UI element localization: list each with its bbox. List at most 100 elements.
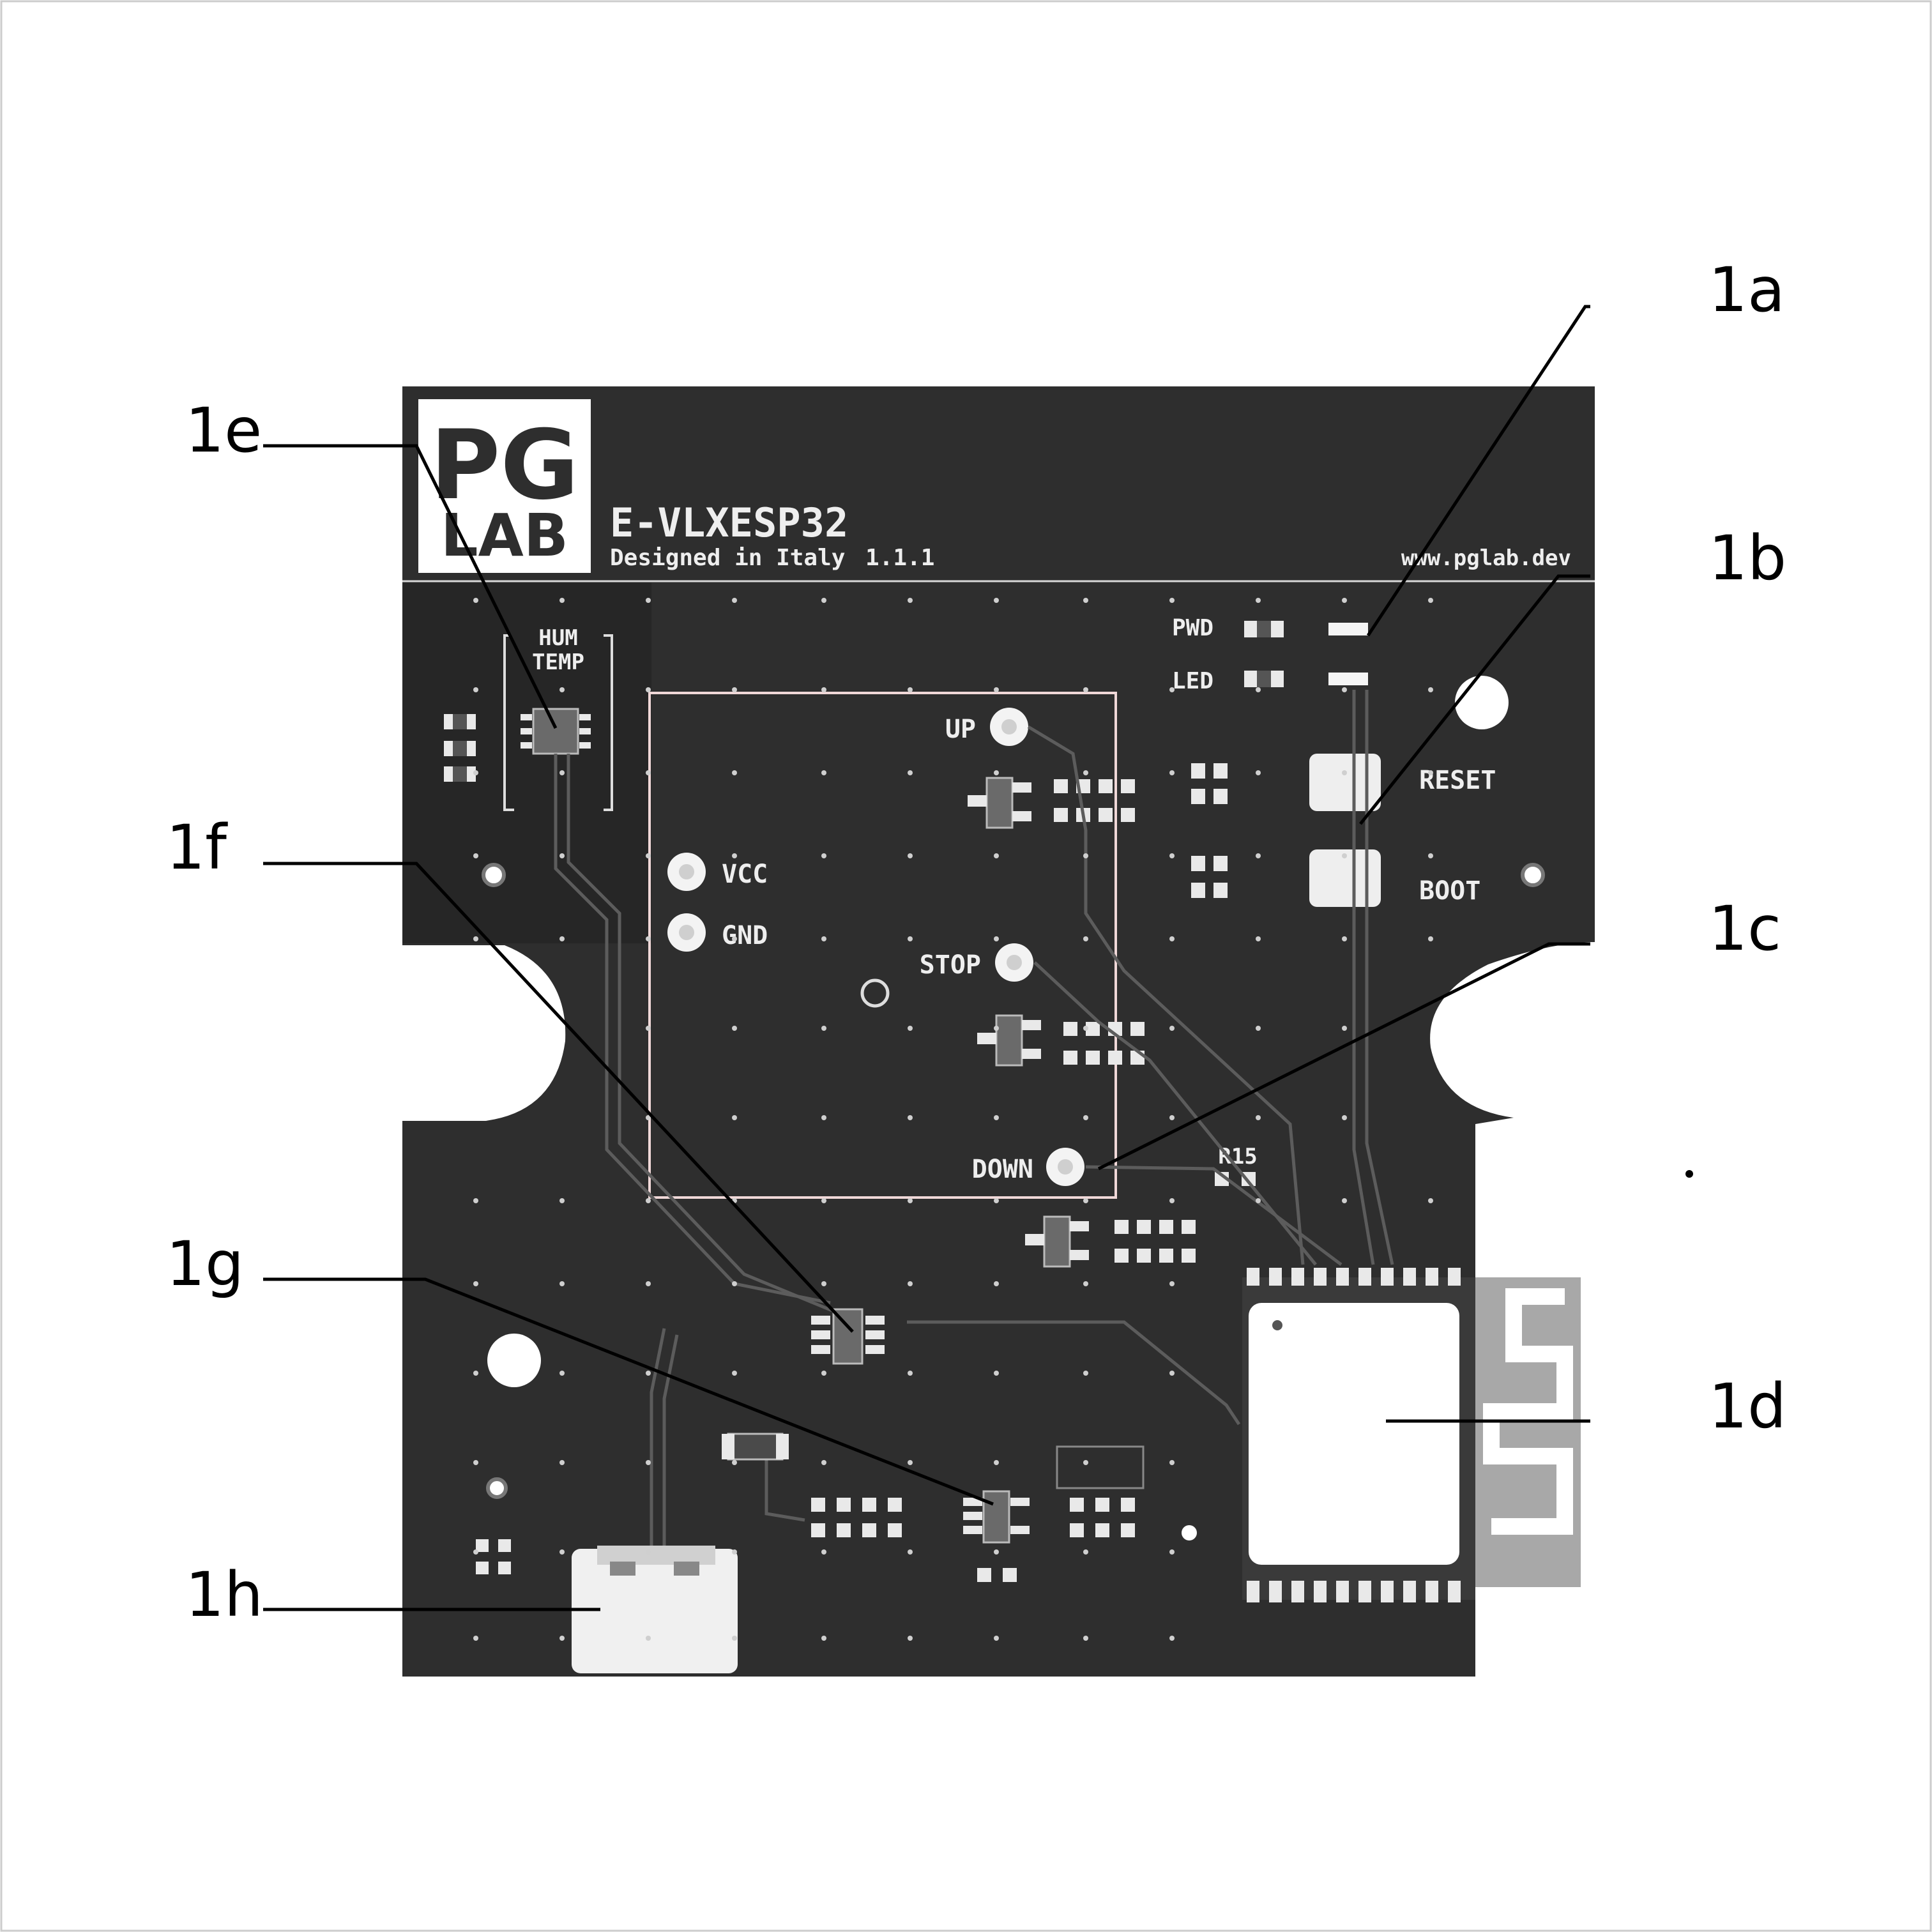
stitching-via [1169,936,1175,941]
stitching-via [821,1115,826,1120]
stitching-via [1342,687,1347,692]
stray-dot [1685,1170,1693,1178]
stitching-via [559,598,565,603]
label-down: DOWN [972,1155,1033,1184]
stitching-via [559,770,565,775]
stitching-via [1428,598,1433,603]
label-r15: R15 [1218,1144,1257,1169]
label-hum: HUM [538,625,577,651]
stitching-via [994,1281,999,1286]
stitching-via [646,1460,651,1465]
callout-1c: 1c [1708,893,1781,964]
test-pad-block [1056,1445,1145,1489]
stitching-via [1083,1281,1088,1286]
stitching-via [908,853,913,858]
stitching-via [473,598,478,603]
leader-1b [1359,574,1590,825]
stitching-via [994,1026,999,1031]
stitching-via [1083,1636,1088,1641]
label-temp: TEMP [532,650,584,675]
stitching-via [1169,770,1175,775]
stitching-via [646,853,651,858]
callout-1d: 1d [1708,1371,1786,1442]
stitching-via [908,1371,913,1376]
stitching-via [1169,1460,1175,1465]
stitching-via [908,1460,913,1465]
stitching-via [473,770,478,775]
stitching-via [1342,1115,1347,1120]
stitching-via [821,1549,826,1555]
esp32-shield-can [1249,1303,1459,1565]
hum-temp-bracket [503,634,613,811]
stitching-via [994,936,999,941]
label-boot: BOOT [1419,876,1480,906]
via-bottom-mid [1182,1525,1197,1540]
center-via [860,978,890,1008]
stitching-via [1342,936,1347,941]
stitching-via [473,936,478,941]
leader-1e [263,444,558,729]
stitching-via [646,936,651,941]
stitching-via [732,1636,737,1641]
stitching-via [732,1460,737,1465]
ic-center-1f [811,1308,885,1365]
stitching-via [994,1460,999,1465]
stitching-via [1342,853,1347,858]
sensor-passives [444,714,476,782]
stitching-via [821,936,826,941]
stitching-via [646,1636,651,1641]
stitching-via [821,687,826,692]
stitching-via [821,770,826,775]
stitching-via [646,1198,651,1203]
label-stop: STOP [920,950,981,980]
label-gnd: GND [722,921,768,950]
stitching-via [646,1115,651,1120]
stitching-via [1083,1198,1088,1203]
callout-1a: 1a [1708,254,1785,326]
stitching-via [994,598,999,603]
stitching-via [1256,1115,1261,1120]
stitching-via [559,687,565,692]
ic-lower-1g [963,1490,1030,1544]
stitching-via [1256,687,1261,692]
stitching-via [908,1636,913,1641]
stitching-via [1256,1198,1261,1203]
board-name: E-VLXESP32 [610,499,848,546]
leader-1c [1097,942,1590,1171]
stitching-via [473,687,478,692]
stitching-via [908,1281,913,1286]
stitching-via [559,1198,565,1203]
leader-1a [1366,305,1590,637]
stitching-via [1083,1460,1088,1465]
stitching-via [908,1198,913,1203]
callout-1g: 1g [166,1228,244,1300]
callout-1f: 1f [166,812,228,883]
stitching-via [732,853,737,858]
button-passives [1191,763,1228,898]
stitching-via [1256,853,1261,858]
usb-c-connector [572,1549,738,1673]
pglab-logo [418,399,591,573]
label-led: LED [1172,668,1213,694]
stitching-via [1169,1549,1175,1555]
stitching-via [1169,853,1175,858]
stitching-via [821,1026,826,1031]
stitching-via [646,1026,651,1031]
stitching-via [821,1371,826,1376]
passive-row-bottom [476,1498,1135,1582]
via-left [482,863,506,887]
stitching-via [821,1281,826,1286]
stitching-via [1083,598,1088,603]
stitching-via [994,770,999,775]
stitching-via [1169,1371,1175,1376]
label-vcc: VCC [722,860,768,889]
stitching-via [1342,1198,1347,1203]
sensor-zone [402,582,651,943]
stitching-via [559,1636,565,1641]
stitching-via [473,1198,478,1203]
relay-area-outline [648,692,1117,1199]
stitching-via [1083,1026,1088,1031]
mounting-hole-bottom-left [487,1334,541,1387]
stitching-via [1256,598,1261,603]
